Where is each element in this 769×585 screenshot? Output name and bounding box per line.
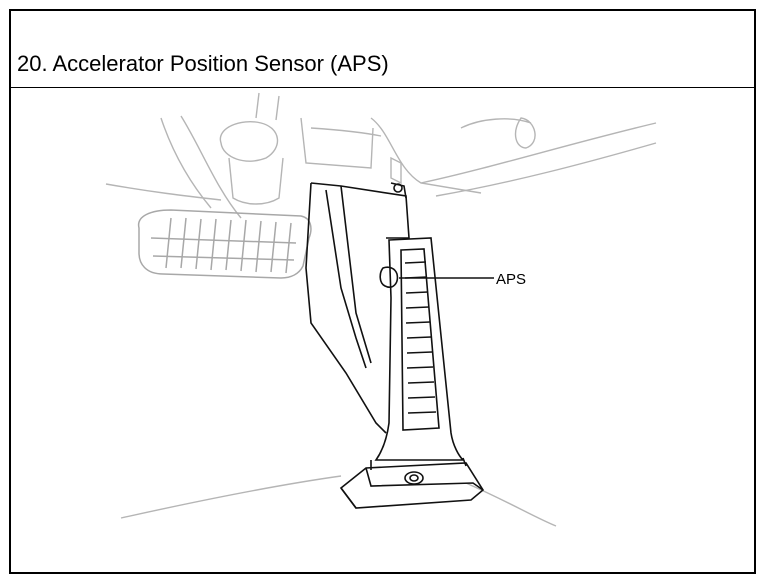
- accelerator-pedal: [374, 237, 465, 461]
- pedal-bracket: [305, 182, 410, 434]
- pedal-base: [339, 457, 485, 509]
- background-body-lines: [105, 92, 657, 527]
- brake-pedal-pad: [137, 209, 312, 279]
- accelerator-pedal-illustration: APS: [105, 92, 657, 527]
- aps-callout-label: APS: [496, 271, 526, 288]
- figure-header: 20. Accelerator Position Sensor (APS): [11, 11, 754, 88]
- figure-frame: 20. Accelerator Position Sensor (APS): [9, 9, 756, 574]
- figure-title: 20. Accelerator Position Sensor (APS): [17, 51, 389, 76]
